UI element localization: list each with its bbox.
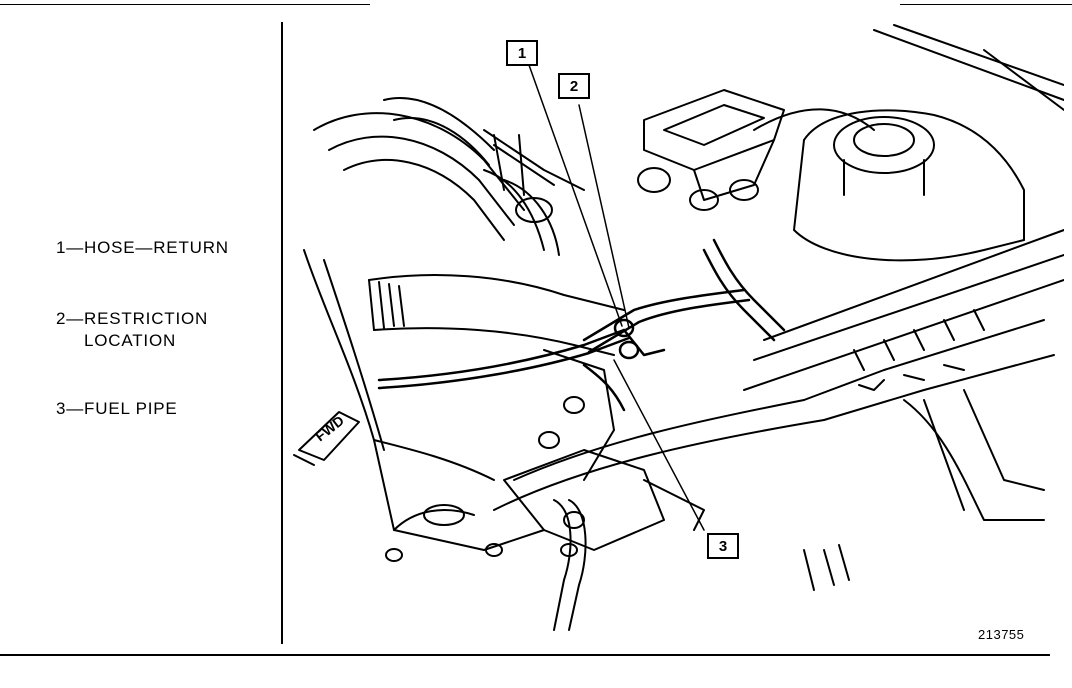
fuel-lines: [377, 238, 786, 412]
air-intake-duct: [368, 134, 625, 356]
fwd-arrow-icon: [293, 411, 360, 466]
legend-item-restriction-location: 2—RESTRICTION LOCATION: [56, 308, 208, 352]
strut-tower: [793, 24, 1064, 262]
frame-top-rule-right: [900, 4, 1072, 5]
legend-item-location: LOCATION: [84, 331, 177, 350]
cowl-cross-member: [493, 229, 1064, 511]
figure-number: 213755: [978, 627, 1025, 642]
callout-1: 1: [506, 40, 538, 66]
master-cylinder: [637, 89, 875, 211]
frame-divider: [281, 22, 283, 644]
mount-bracket: [503, 449, 705, 631]
legend-item-fuel-pipe: 3—FUEL PIPE: [56, 399, 178, 418]
callout-leaders: [528, 64, 705, 531]
legend-item-restriction: 2—RESTRICTION: [56, 309, 209, 328]
legend-item-hose-return: 1—HOSE—RETURN: [56, 238, 229, 257]
fender: [803, 389, 1045, 591]
engine-compartment-drawing: FWD: [293, 24, 1064, 631]
callout-3: 3: [707, 533, 739, 559]
frame-bottom-rule: [0, 654, 1050, 656]
frame-top-rule: [0, 4, 370, 5]
engine-intake-ribs: [313, 97, 585, 241]
callout-2: 2: [558, 73, 590, 99]
